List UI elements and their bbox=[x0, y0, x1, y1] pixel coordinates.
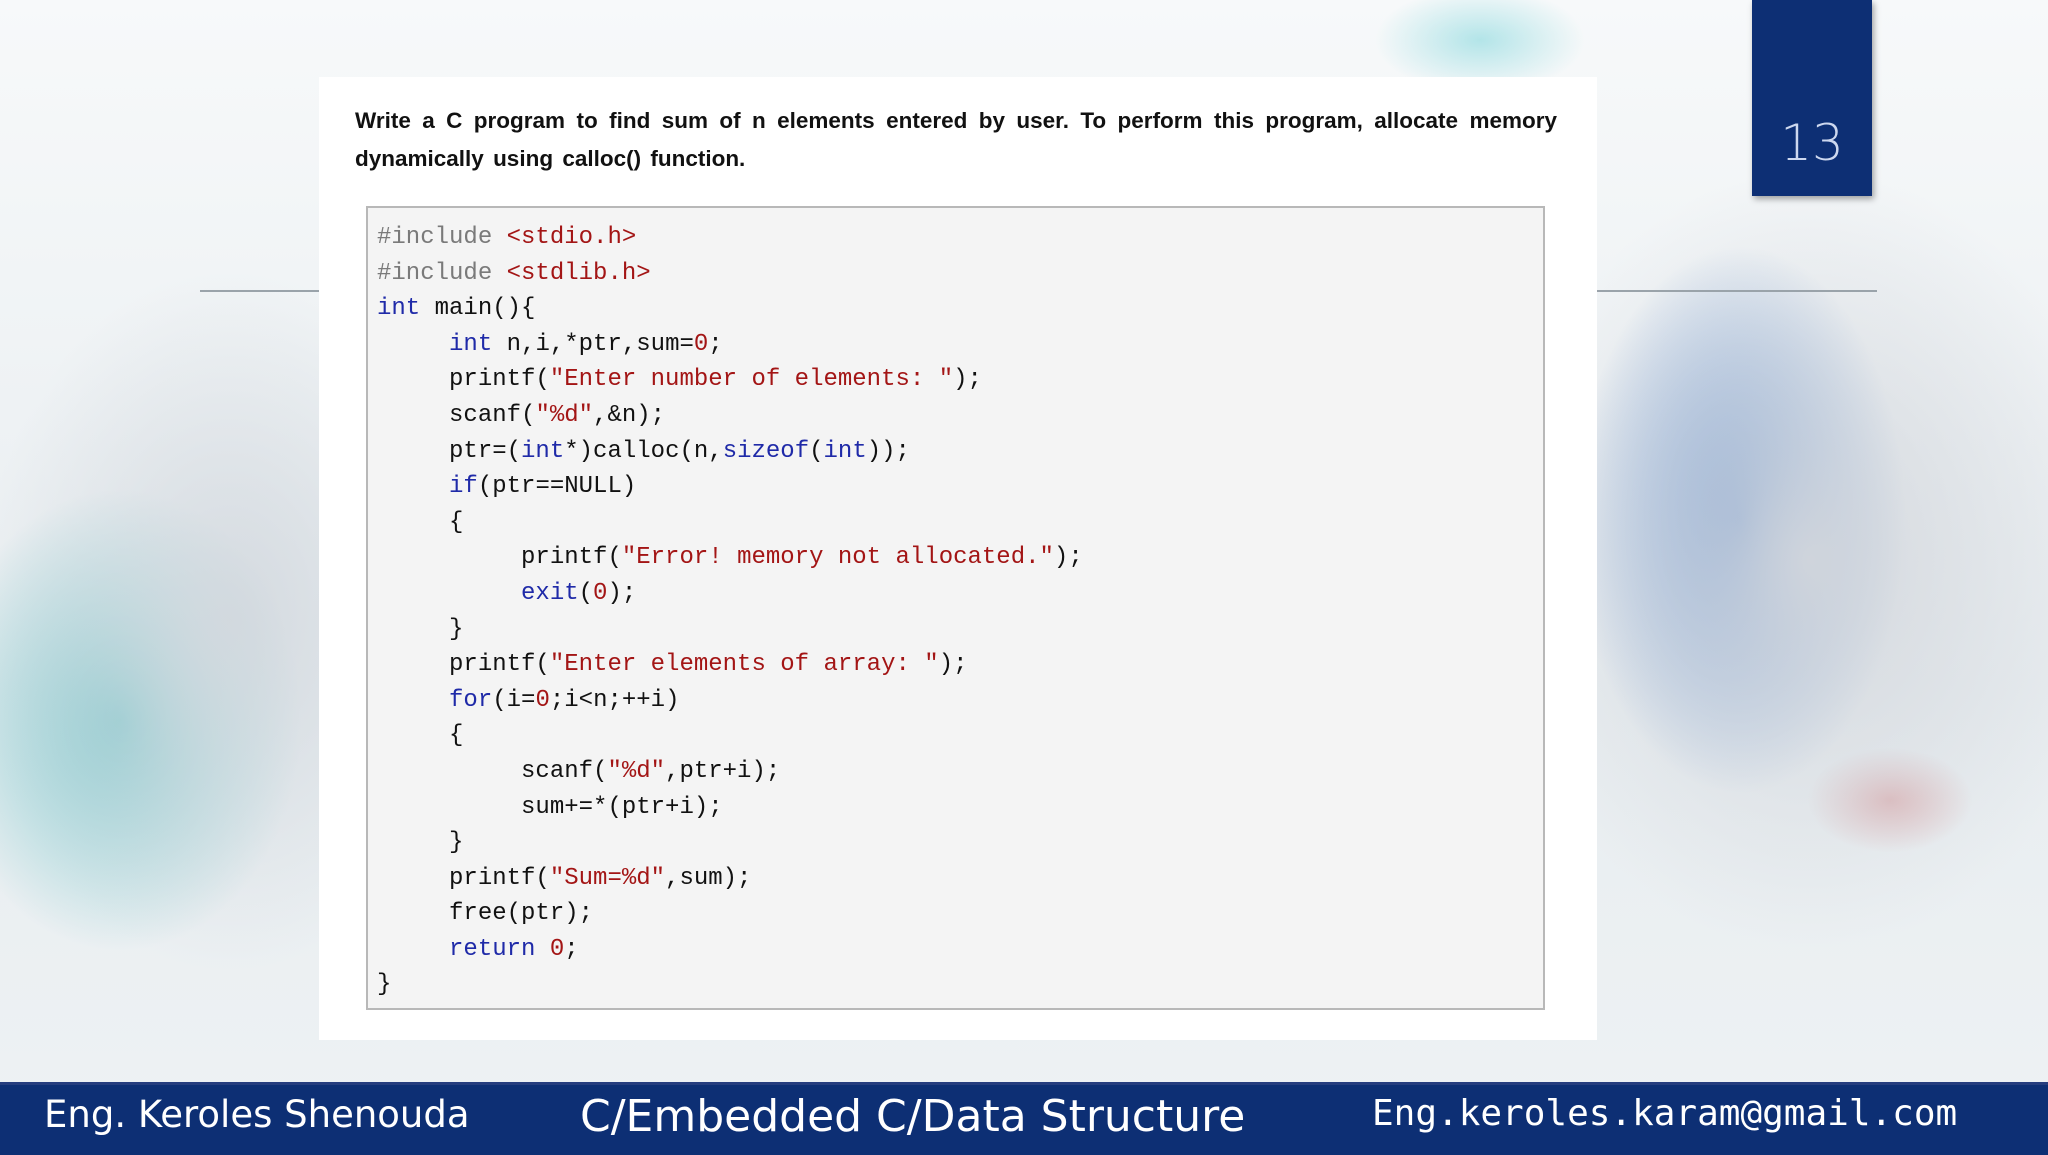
code-line: for(i=0;i<n;++i) bbox=[377, 683, 1083, 719]
code-line: scanf("%d",&n); bbox=[377, 398, 1083, 434]
code-token: } bbox=[377, 829, 464, 857]
code-token: )); bbox=[866, 437, 910, 465]
code-token: { bbox=[377, 508, 464, 536]
code-line: scanf("%d",ptr+i); bbox=[377, 754, 1083, 790]
code-token: } bbox=[377, 615, 464, 643]
code-token: ; bbox=[564, 935, 579, 963]
code-line: ptr=(int*)calloc(n,sizeof(int)); bbox=[377, 434, 1083, 470]
code-token: return bbox=[449, 935, 536, 963]
code-token: 0 bbox=[535, 686, 550, 714]
code-token: ( bbox=[578, 579, 594, 607]
code-token: for bbox=[449, 686, 493, 714]
code-token: printf( bbox=[377, 651, 550, 679]
code-token: #include bbox=[377, 259, 507, 287]
code-line: printf("Error! memory not allocated."); bbox=[377, 540, 1083, 576]
code-line: free(ptr); bbox=[377, 896, 1083, 932]
code-line: { bbox=[377, 505, 1083, 541]
code-token: *)calloc(n, bbox=[564, 437, 723, 465]
code-token: int bbox=[449, 330, 493, 358]
code-token bbox=[535, 936, 549, 963]
code-token: exit bbox=[521, 579, 579, 607]
code-token bbox=[377, 473, 449, 500]
slide-content-panel: Write a C program to find sum of n eleme… bbox=[319, 77, 1597, 1040]
code-line: { bbox=[377, 718, 1083, 754]
code-token: ); bbox=[1053, 544, 1083, 572]
code-token: sum+=*(ptr+i); bbox=[377, 793, 723, 821]
code-token: 0 bbox=[549, 935, 565, 963]
footer-course-title: C/Embedded C/Data Structure bbox=[580, 1091, 1246, 1142]
code-token bbox=[377, 687, 449, 714]
code-line: sum+=*(ptr+i); bbox=[377, 790, 1083, 826]
code-token: ; bbox=[708, 330, 723, 358]
code-token: printf( bbox=[377, 544, 622, 572]
code-token: } bbox=[377, 971, 392, 999]
code-token: <stdlib.h> bbox=[506, 259, 651, 287]
code-line: printf("Enter number of elements: "); bbox=[377, 362, 1083, 398]
code-line: } bbox=[377, 825, 1083, 861]
code-token: "Enter number of elements: " bbox=[549, 366, 954, 394]
code-token: n,i,*ptr,sum= bbox=[492, 330, 694, 358]
code-token: ); bbox=[607, 579, 637, 607]
divider-right bbox=[1597, 290, 1877, 292]
code-token: (ptr==NULL) bbox=[477, 473, 637, 501]
code-token: "Sum=%d" bbox=[549, 864, 666, 892]
code-line: #include <stdio.h> bbox=[377, 220, 1083, 256]
question-text: Write a C program to find sum of n eleme… bbox=[355, 108, 1557, 171]
code-token: int bbox=[823, 437, 867, 465]
code-token: <stdio.h> bbox=[506, 224, 637, 251]
footer-author: Eng. Keroles Shenouda bbox=[44, 1093, 470, 1136]
code-token: int bbox=[521, 437, 565, 465]
code-line: printf("Enter elements of array: "); bbox=[377, 647, 1083, 683]
code-token: printf( bbox=[377, 366, 550, 394]
code-token: ,&n); bbox=[593, 401, 666, 429]
code-token: "Enter elements of array: " bbox=[549, 651, 939, 679]
code-line: if(ptr==NULL) bbox=[377, 469, 1083, 505]
code-token bbox=[377, 331, 449, 358]
code-token: ( bbox=[809, 437, 824, 465]
code-token: ptr=( bbox=[377, 437, 522, 465]
page-number-tab: 13 bbox=[1752, 0, 1872, 196]
footer-email: Eng.keroles.karam@gmail.com bbox=[1372, 1093, 1958, 1134]
code-token: int bbox=[377, 295, 421, 323]
code-line: #include <stdlib.h> bbox=[377, 256, 1083, 292]
code-token: #include bbox=[377, 224, 507, 251]
code-token: scanf( bbox=[377, 757, 608, 785]
code-token: "%d" bbox=[535, 401, 594, 429]
divider-left bbox=[200, 290, 320, 292]
page-number: 13 bbox=[1780, 114, 1844, 172]
code-token: main(){ bbox=[420, 295, 536, 323]
code-line: printf("Sum=%d",sum); bbox=[377, 861, 1083, 897]
code-token: "Error! memory not allocated." bbox=[621, 544, 1054, 572]
code-line: int n,i,*ptr,sum=0; bbox=[377, 327, 1083, 363]
code-token: "%d" bbox=[607, 757, 666, 785]
code-token: scanf( bbox=[377, 401, 536, 429]
code-token: printf( bbox=[377, 864, 550, 892]
code-token: sizeof bbox=[722, 437, 810, 465]
code-token: free(ptr); bbox=[377, 900, 594, 928]
code-token: ); bbox=[953, 366, 982, 394]
code-token: ,ptr+i); bbox=[665, 757, 781, 785]
code-line: int main(){ bbox=[377, 291, 1083, 327]
code-line: } bbox=[377, 612, 1083, 648]
code-token: { bbox=[377, 722, 464, 750]
code-line: exit(0); bbox=[377, 576, 1083, 612]
code-token bbox=[377, 580, 521, 607]
code-token bbox=[377, 936, 449, 963]
code-line: return 0; bbox=[377, 932, 1083, 968]
code-token: ,sum); bbox=[665, 864, 752, 892]
code-token: ;i<n;++i) bbox=[549, 686, 680, 714]
code-block: #include <stdio.h>#include <stdlib.h>int… bbox=[366, 206, 1545, 1010]
code-token: ); bbox=[938, 651, 968, 679]
code-line: } bbox=[377, 967, 1083, 1003]
code-token: 0 bbox=[693, 330, 709, 358]
code-token: if bbox=[449, 473, 478, 501]
code-token: (i= bbox=[492, 686, 536, 714]
code-token: 0 bbox=[593, 579, 608, 607]
code-listing: #include <stdio.h>#include <stdlib.h>int… bbox=[377, 220, 1083, 1003]
footer-banner: Eng. Keroles Shenouda C/Embedded C/Data … bbox=[0, 1082, 2048, 1155]
